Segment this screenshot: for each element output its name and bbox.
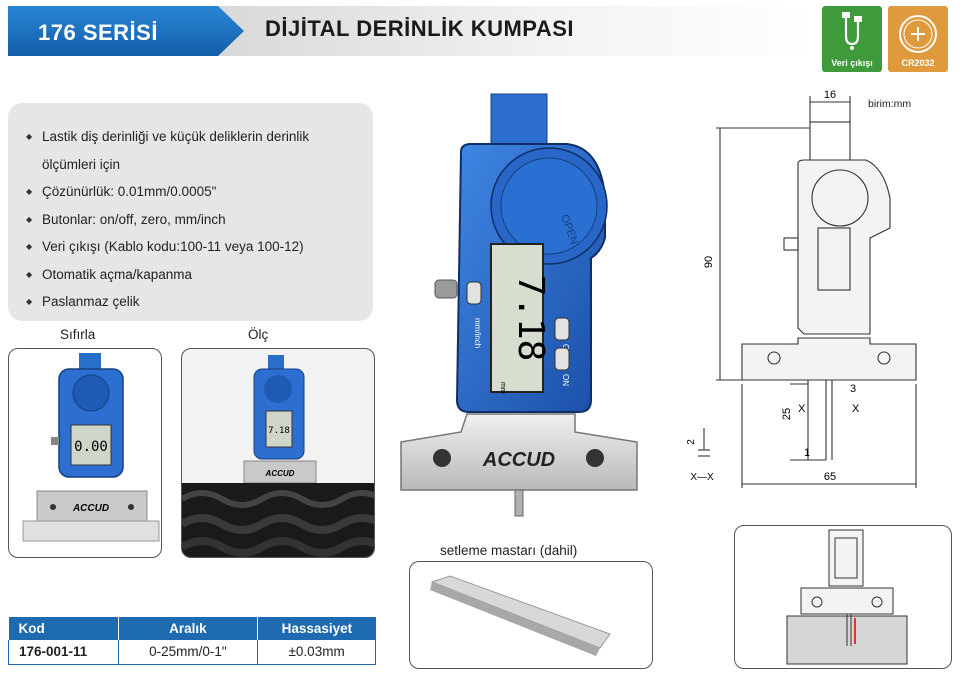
unit-label: birim:mm bbox=[868, 98, 912, 110]
off-button[interactable] bbox=[554, 317, 570, 341]
spec-header-row: Kod Aralık Hassasiyet bbox=[8, 617, 376, 640]
feature-item: Lastik diş derinliği ve küçük deliklerin… bbox=[26, 123, 366, 151]
series-tab: 176 SERİSİ bbox=[8, 6, 244, 56]
feature-item: Çözünürlük: 0.01mm/0.0005" bbox=[26, 178, 366, 206]
section-label: X—X bbox=[690, 472, 714, 483]
feature-item: Paslanmaz çelik bbox=[26, 288, 366, 316]
title-band-gradient bbox=[210, 6, 815, 56]
technical-drawing: 16 90 25 3 1 65 2 X—X X X bbox=[686, 89, 917, 488]
data-output-badge: Veri çıkışı bbox=[822, 6, 882, 72]
detail-illustration bbox=[786, 529, 908, 665]
feature-text: Paslanmaz çelik bbox=[42, 294, 140, 309]
caliper-reset-illustration: 0.00 ACCUD bbox=[22, 353, 160, 542]
dim-tip-base: 1 bbox=[804, 447, 810, 459]
battery-label: CR2032 bbox=[901, 58, 935, 68]
x-mark-left: X bbox=[798, 403, 806, 415]
feature-text: Lastik diş derinliği ve küçük deliklerin… bbox=[42, 129, 310, 144]
mm-inch-button[interactable] bbox=[466, 281, 482, 305]
data-output-label: Veri çıkışı bbox=[831, 58, 873, 68]
header-code: Kod bbox=[8, 617, 119, 640]
usb-cable-icon bbox=[842, 12, 862, 50]
gauge-block-photo bbox=[409, 561, 653, 669]
table-row: 176-001-11 0-25mm/0-1" ±0.03mm bbox=[8, 640, 376, 665]
reset-brand-text: ACCUD bbox=[72, 503, 109, 514]
detail-photo bbox=[734, 525, 952, 669]
battery-badge: CR2032 bbox=[888, 6, 948, 72]
mm-inch-label: mm/inch bbox=[473, 318, 482, 348]
measure-caption: Ölç bbox=[248, 327, 269, 342]
measure-photo: 7.18 ACCUD bbox=[181, 348, 375, 558]
cell-accuracy: ±0.03mm bbox=[257, 640, 376, 665]
header-accuracy: Hassasiyet bbox=[257, 617, 376, 640]
gauge-caption: setleme mastarı (dahil) bbox=[440, 543, 578, 558]
dim-tip: 3 bbox=[850, 383, 856, 395]
page-title: DİJİTAL DERİNLİK KUMPASI bbox=[265, 16, 575, 41]
measure-display-text: 7.18 bbox=[268, 426, 290, 436]
battery-icon bbox=[899, 15, 937, 53]
dim-width-top: 16 bbox=[824, 89, 836, 101]
feature-text: Veri çıkışı (Kablo kodu:100-11 veya 100-… bbox=[42, 239, 304, 254]
reset-caption: Sıfırla bbox=[60, 327, 96, 342]
features-box: Lastik diş derinliği ve küçük deliklerin… bbox=[8, 103, 373, 321]
main-brand-text: ACCUD bbox=[482, 449, 555, 471]
feature-text: ölçümleri için bbox=[42, 156, 121, 172]
x-mark-right: X bbox=[852, 403, 860, 415]
series-label: 176 SERİSİ bbox=[38, 20, 158, 45]
header-range: Aralık bbox=[118, 617, 259, 640]
dim-section: 2 bbox=[686, 439, 697, 445]
lcd-display-value: 7.18 bbox=[510, 275, 551, 362]
feature-list: Lastik diş derinliği ve küçük deliklerin… bbox=[26, 123, 366, 316]
feature-text: Butonlar: on/off, zero, mm/inch bbox=[42, 211, 226, 227]
on-label: ON bbox=[561, 374, 570, 386]
on-button[interactable] bbox=[554, 347, 570, 371]
feature-text: Otomatik açma/kapanma bbox=[42, 266, 193, 282]
reset-photo: 0.00 ACCUD bbox=[8, 348, 162, 558]
feature-item-continued: ölçümleri için bbox=[26, 151, 366, 179]
lcd-unit-marker: mm bbox=[499, 382, 506, 394]
setting-gauge-illustration bbox=[430, 575, 611, 656]
dim-depth: 25 bbox=[781, 408, 793, 420]
measure-brand-text: ACCUD bbox=[265, 469, 295, 478]
feature-item: Butonlar: on/off, zero, mm/inch bbox=[26, 206, 366, 234]
dim-height: 90 bbox=[703, 256, 715, 268]
feature-item: Otomatik açma/kapanma bbox=[26, 261, 366, 289]
title-band bbox=[210, 6, 815, 56]
spec-table: Kod Aralık Hassasiyet 176-001-11 0-25mm/… bbox=[8, 617, 376, 665]
reset-display-text: 0.00 bbox=[74, 439, 108, 455]
cell-range: 0-25mm/0-1" bbox=[117, 640, 258, 665]
feature-item: Veri çıkışı (Kablo kodu:100-11 veya 100-… bbox=[26, 233, 366, 261]
dim-base-width: 65 bbox=[824, 471, 836, 483]
cell-code: 176-001-11 bbox=[8, 640, 119, 665]
caliper-measure-illustration: 7.18 ACCUD bbox=[182, 349, 374, 557]
feature-text: Çözünürlük: 0.01mm/0.0005" bbox=[42, 184, 217, 199]
caliper-main-illustration: OPEN 7.18 mm mm/inch OFF ON ACCUD bbox=[400, 93, 638, 517]
